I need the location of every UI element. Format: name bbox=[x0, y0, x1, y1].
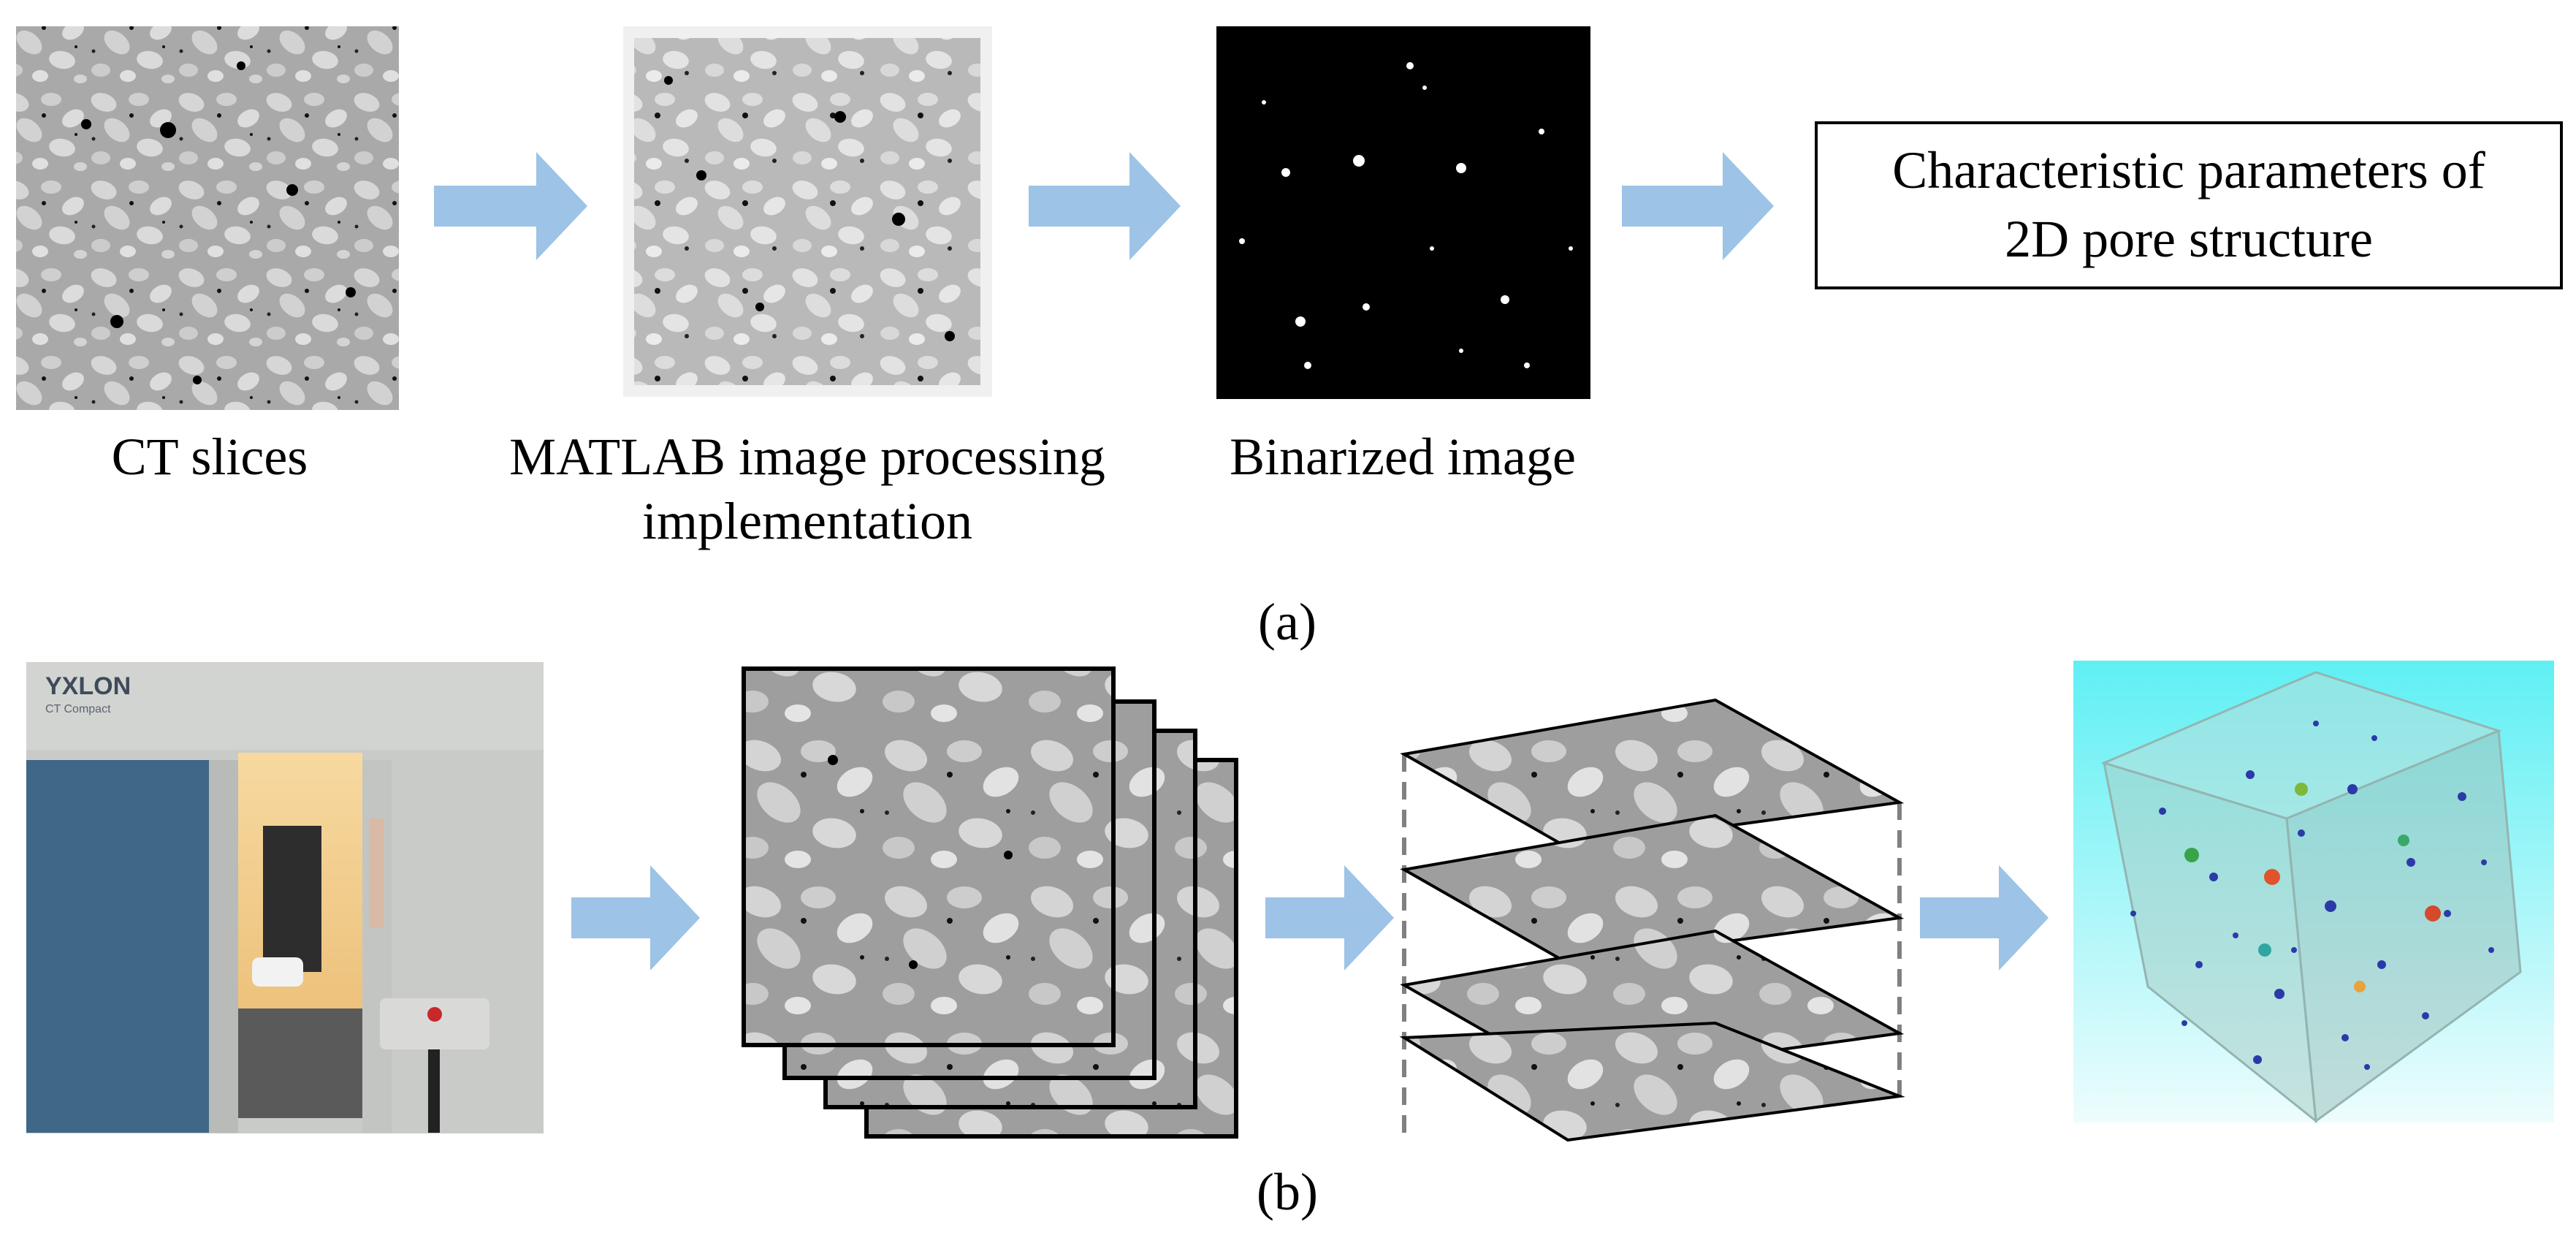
flow-arrow-b3 bbox=[1920, 865, 2049, 970]
machine-brand-text: YXLON bbox=[45, 672, 132, 700]
flow-arrow-a1 bbox=[434, 152, 587, 260]
reconstruction-layers bbox=[1399, 698, 1905, 1142]
machine-model-text: CT Compact bbox=[45, 703, 111, 715]
caption-ct-slices: CT slices bbox=[53, 425, 367, 490]
binarized-image bbox=[1216, 26, 1590, 399]
caption-ct-slices-line-1: CT slices bbox=[111, 428, 308, 486]
flow-arrow-b1 bbox=[571, 865, 700, 970]
caption-matlab-line-1: MATLAB image processing bbox=[509, 428, 1105, 486]
matlab-processed-image bbox=[623, 26, 992, 397]
caption-matlab-processing: MATLAB image processing implementation bbox=[460, 425, 1154, 554]
flow-arrow-b2 bbox=[1265, 865, 1394, 970]
caption-binarized-line-1: Binarized image bbox=[1230, 428, 1576, 486]
result-box-line-2: 2D pore structure bbox=[2005, 210, 2373, 268]
flow-arrow-a3 bbox=[1622, 152, 1774, 260]
ct-slice-stack bbox=[742, 666, 1238, 1139]
ct-slice-image bbox=[16, 26, 399, 410]
flow-arrow-a2 bbox=[1029, 152, 1181, 260]
caption-matlab-line-2: implementation bbox=[642, 491, 972, 550]
pore-cube-3d bbox=[2073, 661, 2554, 1124]
result-box-line-1: Characteristic parameters of bbox=[1892, 141, 2485, 200]
ct-scanner-photo bbox=[26, 662, 544, 1133]
panel-label-b: (b) bbox=[1257, 1163, 1318, 1221]
result-box-2d-parameters: Characteristic parameters of 2D pore str… bbox=[1815, 121, 2563, 289]
caption-binarized-image: Binarized image bbox=[1191, 425, 1615, 490]
panel-label-a: (a) bbox=[1258, 593, 1316, 651]
